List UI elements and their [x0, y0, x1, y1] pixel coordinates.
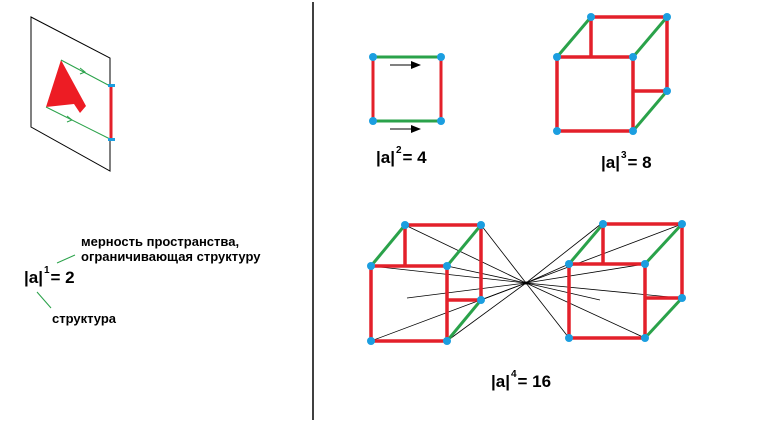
vertex-marker	[437, 53, 445, 61]
formula-exponent: 1	[43, 265, 50, 277]
vertex-marker	[443, 337, 451, 345]
annotation-structure: структура	[52, 311, 117, 326]
vertex-marker	[678, 220, 686, 228]
vertex-marker	[401, 221, 409, 229]
vertex-marker	[629, 127, 637, 135]
vertex-marker	[599, 220, 607, 228]
vertex-marker	[477, 221, 485, 229]
projection-line-bottom	[45, 106, 111, 140]
focal-point	[524, 281, 528, 285]
vertex-marker	[437, 117, 445, 125]
vertex-marker	[367, 262, 375, 270]
formula-2d: |a|2= 4	[376, 145, 427, 168]
red-arrow-shape	[46, 60, 86, 113]
formula-3d: |a|3= 8	[601, 150, 652, 173]
formula-result: = 2	[50, 268, 75, 287]
vertex-marker	[553, 127, 561, 135]
vertex-marker	[369, 53, 377, 61]
direction-arrowhead-icon	[66, 115, 73, 123]
formula-result: = 8	[627, 153, 652, 172]
formula-exponent: 4	[510, 369, 517, 381]
formula-exponent: 3	[620, 150, 627, 162]
leader-line-top	[56, 254, 76, 264]
vertex-marker	[641, 260, 649, 268]
tesseract-figure	[367, 220, 686, 345]
vertex-marker	[565, 334, 573, 342]
formula-result: = 16	[517, 372, 552, 391]
formula-base: |a|	[491, 372, 510, 391]
projection-line-top	[60, 59, 111, 87]
plane-projection-figure	[30, 16, 115, 172]
formula-base: |a|	[601, 153, 620, 172]
vertex-marker	[641, 334, 649, 342]
formula-base: |a|	[24, 268, 43, 287]
vertex-marker	[367, 337, 375, 345]
vertex-marker	[369, 117, 377, 125]
leader-line-bottom	[36, 291, 52, 309]
annotation-line-1: мерность пространства,	[81, 234, 240, 249]
vertex-marker	[663, 87, 671, 95]
vertex-marker	[663, 13, 671, 21]
square-figure	[369, 53, 445, 133]
vertex-marker	[477, 296, 485, 304]
vertex-marker	[108, 84, 115, 87]
vertex-marker	[678, 294, 686, 302]
annotation-dimension: мерность пространства, ограничивающая ст…	[81, 234, 260, 264]
right-cube	[565, 220, 686, 342]
formula-4d: |a|4= 16	[491, 369, 552, 392]
vertex-marker	[629, 53, 637, 61]
formula-1d: |a|1= 2	[24, 265, 75, 288]
left-cube	[367, 221, 485, 345]
vertex-marker	[108, 138, 115, 141]
formula-result: = 4	[402, 148, 427, 167]
vertex-marker	[443, 262, 451, 270]
formula-base: |a|	[376, 148, 395, 167]
annotation-line-2: ограничивающая структуру	[81, 249, 261, 264]
vertex-marker	[565, 260, 573, 268]
vertex-marker	[553, 53, 561, 61]
formula-exponent: 2	[395, 145, 402, 157]
cube-figure	[553, 13, 671, 135]
plane-outline	[30, 16, 111, 172]
direction-arrowhead-icon	[79, 67, 86, 75]
vertex-marker	[587, 13, 595, 21]
